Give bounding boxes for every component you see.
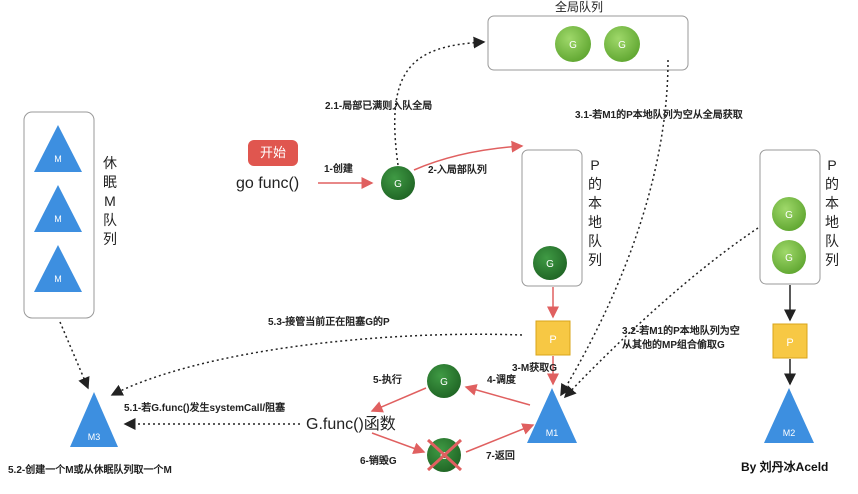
executing-g-label: G <box>440 377 448 388</box>
arrow-local-full-to-global <box>394 36 486 166</box>
machine-m2-label: M2 <box>783 428 796 438</box>
right-p-local-g-2 <box>772 240 806 274</box>
step-2-enter-local: 2-入局部队列 <box>428 165 487 176</box>
go-func-label: go func() <box>236 175 300 192</box>
machine-m3 <box>70 392 118 447</box>
start-button[interactable]: 开始 <box>248 140 298 166</box>
global-queue-title: 全局队列 <box>555 0 604 14</box>
author-signature: By 刘丹冰Aceld <box>741 460 829 474</box>
p-local-label-char-6: 列 <box>588 252 602 268</box>
step-6-destroy: 6-销毁G <box>360 456 397 467</box>
sleep-queue-label-char-1: 休 <box>103 155 117 171</box>
machine-m2 <box>764 388 814 443</box>
created-g-label: G <box>394 179 402 190</box>
machine-m1-label: M1 <box>546 428 559 438</box>
step-2-1-local-full: 2.1-局部已满则入队全局 <box>325 101 433 112</box>
step-3-get-g: 3-M获取G <box>512 363 557 374</box>
sleep-m-3 <box>34 245 82 292</box>
p-local-label-char-3: 本 <box>588 195 602 211</box>
global-queue-g-2-label: G <box>618 40 626 51</box>
p-local-g <box>533 246 567 280</box>
arrow-schedule <box>464 384 531 406</box>
created-g <box>381 166 415 200</box>
sleep-m-1 <box>34 125 82 172</box>
right-p-local-label-char-1: P <box>827 157 837 173</box>
sleep-m-2 <box>34 185 82 232</box>
step-3-2-steal-line1: 3.2-若M1的P本地队列为空 <box>622 326 740 337</box>
sleep-m-1-label: M <box>54 154 62 164</box>
step-1-create: 1-创建 <box>324 164 353 175</box>
global-queue-g-1-label: G <box>569 40 577 51</box>
right-p-local-label-char-5: 队 <box>825 233 839 249</box>
p-local-label-char-5: 队 <box>588 233 602 249</box>
machine-m1 <box>527 388 577 443</box>
right-p-local-g-2-label: G <box>785 253 793 264</box>
sleep-m-3-label: M <box>54 274 62 284</box>
processor-p2-label: P <box>786 337 793 349</box>
processor-p2 <box>772 323 808 359</box>
global-queue-g-1 <box>555 26 591 62</box>
step-5-1-syscall: 5.1-若G.func()发生systemCall/阻塞 <box>124 403 286 414</box>
arrow-enter-local <box>413 140 524 171</box>
step-4-schedule: 4-调度 <box>487 375 516 386</box>
arrow-global-to-m1 <box>560 59 669 397</box>
p-local-label-char-2: 的 <box>588 176 602 192</box>
right-p-local-label-char-2: 的 <box>825 176 839 192</box>
step-7-return: 7-返回 <box>486 451 515 462</box>
p-local-queue-box <box>521 149 583 287</box>
arrow-steal-to-m1 <box>563 227 759 399</box>
destroyed-cross-2 <box>426 438 463 472</box>
sleep-queue-label-char-4: 队 <box>103 212 117 228</box>
sleep-queue-label-char-2: 眠 <box>103 174 117 190</box>
processor-p1 <box>535 320 571 356</box>
right-p-local-g-1 <box>772 197 806 231</box>
step-5-execute: 5-执行 <box>373 375 402 386</box>
p-local-label-char-1: P <box>590 157 600 173</box>
right-p-local-label-char-3: 本 <box>825 195 839 211</box>
step-3-2-steal-line2: 从其他的MP组合偷取G <box>622 340 725 351</box>
step-5-2-create-m: 5.2-创建一个M或从休眠队列取一个M <box>8 465 172 476</box>
arrow-sleep-to-m3 <box>59 321 90 390</box>
sleep-m-2-label: M <box>54 214 62 224</box>
right-p-local-label-char-4: 地 <box>825 214 839 230</box>
global-queue-g-2 <box>604 26 640 62</box>
right-p-local-label-char-6: 列 <box>825 252 839 268</box>
step-5-3-handoff: 5.3-接管当前正在阻塞G的P <box>268 317 390 328</box>
sleep-queue-label-char-5: 列 <box>103 231 117 247</box>
executing-g <box>427 364 461 398</box>
arrow-return <box>465 423 535 453</box>
g-func-label: G.func()函数 <box>306 416 396 433</box>
processor-p1-label: P <box>549 334 556 346</box>
arrow-destroy <box>371 432 426 455</box>
sleep-queue-label-char-3: M <box>104 193 116 209</box>
machine-m3-label: M3 <box>88 432 101 442</box>
arrow-handoff-p <box>110 333 523 396</box>
right-p-local-g-1-label: G <box>785 210 793 221</box>
arrow-execute <box>370 387 427 413</box>
p-local-g-label: G <box>546 259 554 270</box>
step-3-1-global: 3.1-若M1的P本地队列为空从全局获取 <box>575 110 743 121</box>
p-local-label-char-4: 地 <box>588 214 602 230</box>
